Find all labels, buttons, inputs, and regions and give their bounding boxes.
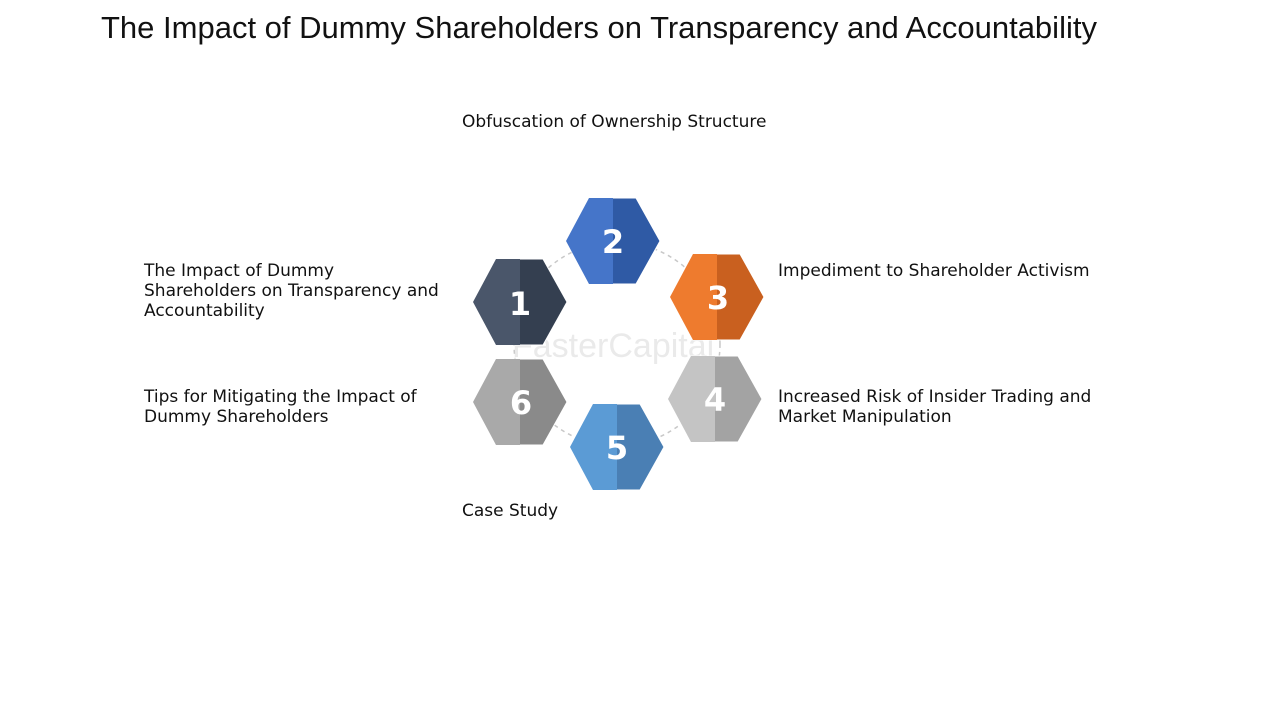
hexagon-6: 6 bbox=[472, 358, 568, 446]
hexagon-5-number: 5 bbox=[606, 429, 628, 467]
hexagon-2: 2 bbox=[565, 197, 661, 285]
label-tips: Tips for Mitigating the Impact of Dummy … bbox=[144, 387, 417, 427]
hexagon-4-number: 4 bbox=[704, 381, 726, 419]
hexagon-6-number: 6 bbox=[510, 384, 532, 422]
label-impediment: Impediment to Shareholder Activism bbox=[778, 261, 1090, 281]
label-case-study: Case Study bbox=[462, 501, 559, 521]
page-title: The Impact of Dummy Shareholders on Tran… bbox=[101, 10, 1097, 45]
label-impact: The Impact of Dummy Shareholders on Tran… bbox=[144, 261, 439, 321]
hexagon-3-number: 3 bbox=[707, 279, 729, 317]
hexagon-2-number: 2 bbox=[602, 223, 624, 261]
hexagon-1-number: 1 bbox=[509, 285, 531, 323]
label-obfuscation: Obfuscation of Ownership Structure bbox=[462, 112, 767, 132]
hexagon-4: 4 bbox=[667, 355, 763, 443]
label-insider-trading: Increased Risk of Insider Trading and Ma… bbox=[778, 387, 1092, 427]
hexagon-1: 1 bbox=[472, 258, 568, 346]
hexagon-5: 5 bbox=[569, 403, 665, 491]
hexagon-3: 3 bbox=[669, 253, 765, 341]
